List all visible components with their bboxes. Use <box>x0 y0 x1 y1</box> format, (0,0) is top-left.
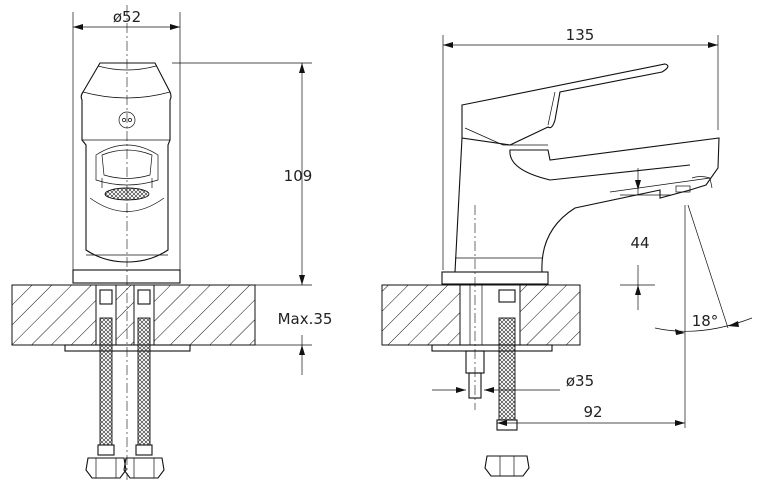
faucet-body-front <box>80 62 172 263</box>
base-plate-side <box>441 271 549 285</box>
hose-side <box>484 289 530 477</box>
height-label: 109 <box>284 167 313 185</box>
length-label: 135 <box>566 26 595 44</box>
counter-thickness-label: Max.35 <box>278 310 333 328</box>
hole-diameter-label: ø35 <box>566 372 594 390</box>
aerator-icon <box>104 187 150 201</box>
width-label: ø52 <box>113 8 141 26</box>
base-plate <box>72 269 181 284</box>
spout <box>454 137 720 273</box>
lever-handle <box>461 63 669 146</box>
front-view: ø52 <box>11 5 333 480</box>
hose-right <box>123 289 165 479</box>
angle-label: 18° <box>692 312 719 330</box>
handle-screw-icon <box>118 111 136 129</box>
side-view: 135 44 <box>381 26 753 477</box>
hose-left <box>85 289 127 479</box>
spout-height-label: 44 <box>630 234 649 252</box>
reach-label: 92 <box>583 403 602 421</box>
